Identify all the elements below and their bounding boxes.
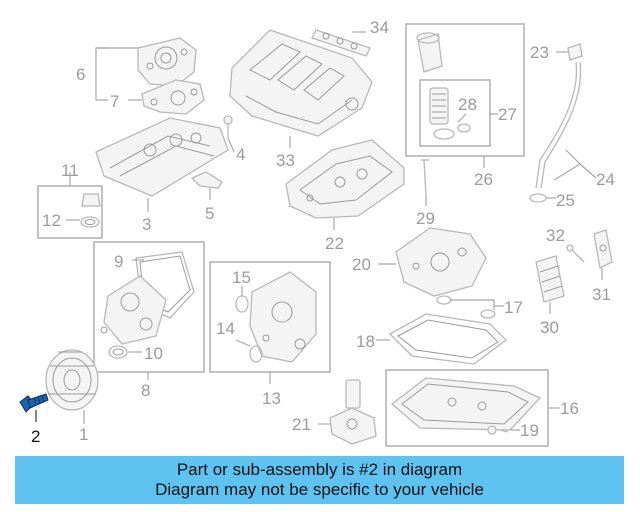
part-34-manifold-gasket bbox=[311, 29, 371, 57]
part-28-o-ring bbox=[433, 123, 471, 140]
info-banner: Part or sub-assembly is #2 in diagram Di… bbox=[15, 456, 624, 504]
callout-34: 34 bbox=[370, 18, 389, 37]
callout-25: 25 bbox=[556, 191, 575, 210]
callout-22: 22 bbox=[325, 234, 344, 253]
callout-23: 23 bbox=[530, 43, 549, 62]
part-30-oil-cooler bbox=[535, 255, 565, 303]
callout-8: 8 bbox=[141, 381, 150, 400]
part-8-timing-cover bbox=[100, 275, 167, 345]
part-20-oil-pump bbox=[395, 227, 487, 297]
callout-26: 26 bbox=[474, 170, 493, 189]
part-10-seal bbox=[108, 345, 128, 359]
part-16-lower-oil-pan bbox=[390, 377, 542, 431]
group-box-8 bbox=[93, 241, 205, 373]
part-23-dipstick-handle bbox=[567, 43, 583, 61]
part-24-dipstick-tube bbox=[535, 61, 582, 189]
banner-line-disclaimer: Diagram may not be specific to your vehi… bbox=[155, 480, 484, 499]
callout-4: 4 bbox=[236, 145, 245, 164]
callout-21: 21 bbox=[292, 415, 311, 434]
part-21-oil-level-sensor bbox=[329, 379, 377, 445]
callout-7: 7 bbox=[110, 92, 119, 111]
callout-19: 19 bbox=[520, 421, 539, 440]
callout-10: 10 bbox=[144, 344, 163, 363]
part-25-washer bbox=[529, 193, 547, 203]
callout-6: 6 bbox=[76, 65, 85, 84]
callout-1: 1 bbox=[79, 425, 88, 444]
callout-16: 16 bbox=[560, 399, 579, 418]
part-27-filter-element bbox=[429, 87, 449, 125]
callout-33: 33 bbox=[276, 151, 295, 170]
callout-2-highlighted: 2 bbox=[31, 427, 40, 446]
part-31-sensor bbox=[593, 229, 613, 269]
callout-27: 27 bbox=[498, 105, 517, 124]
callout-31: 31 bbox=[592, 285, 611, 304]
callout-3: 3 bbox=[142, 215, 151, 234]
callout-17: 17 bbox=[504, 298, 523, 317]
callout-18: 18 bbox=[356, 332, 375, 351]
callout-12: 12 bbox=[42, 211, 61, 230]
part-17-seal bbox=[436, 295, 496, 319]
part-26-oil-filter-housing bbox=[416, 32, 443, 73]
group-box-27 bbox=[419, 79, 491, 147]
part-14-seal bbox=[249, 345, 263, 363]
part-32-bolt bbox=[566, 244, 585, 263]
part-1-crankshaft-pulley bbox=[45, 349, 99, 411]
part-22-upper-oil-pan bbox=[285, 139, 405, 219]
part-15-seal bbox=[235, 295, 249, 313]
callout-28: 28 bbox=[458, 95, 477, 114]
part-13-front-cover bbox=[249, 271, 317, 363]
part-3-head-cover bbox=[95, 117, 229, 197]
banner-line-part-info: Part or sub-assembly is #2 in diagram bbox=[176, 460, 463, 479]
callout-32: 32 bbox=[546, 226, 565, 245]
part-18-oil-pan-gasket bbox=[388, 313, 507, 365]
part-12-filler-cap bbox=[80, 193, 101, 228]
part-19-drain-plug bbox=[487, 425, 509, 435]
callout-13: 13 bbox=[262, 389, 281, 408]
part-33-intake-manifold bbox=[229, 29, 373, 137]
part-6-cover-plate bbox=[137, 37, 197, 87]
exploded-parts-diagram: 6 7 3 4 5 11 12 34 bbox=[19, 18, 615, 447]
part-7-cover-plate bbox=[141, 79, 205, 115]
group-box-26 bbox=[405, 23, 525, 157]
part-4-bolt bbox=[223, 115, 233, 138]
part-29-bolt bbox=[421, 159, 429, 197]
callout-11: 11 bbox=[61, 161, 79, 180]
callout-29: 29 bbox=[416, 209, 435, 228]
callout-30: 30 bbox=[540, 318, 559, 337]
callout-14: 14 bbox=[216, 319, 235, 338]
part-2-pulley-bolt-highlighted bbox=[19, 393, 49, 413]
callout-5: 5 bbox=[205, 204, 214, 223]
part-5-bracket bbox=[190, 171, 223, 189]
callout-24: 24 bbox=[596, 170, 615, 189]
callout-15: 15 bbox=[232, 268, 251, 287]
callout-9: 9 bbox=[114, 252, 123, 271]
callout-20: 20 bbox=[352, 255, 371, 274]
